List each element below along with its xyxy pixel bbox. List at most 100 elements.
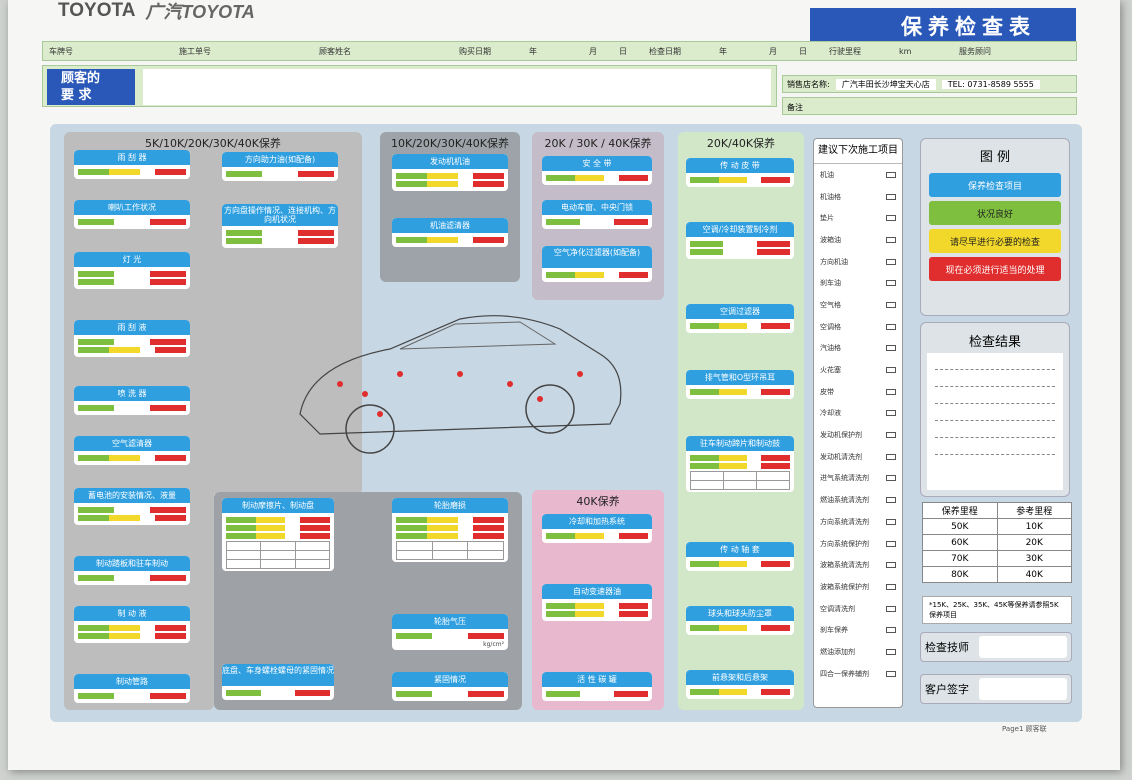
card-steering: 方向盘操作情况、连接机构、方向机状况 (222, 204, 338, 248)
card-oil-filter: 机油滤清器 (392, 218, 508, 247)
next-service-item[interactable]: 波箱系统清洗剂 (814, 554, 902, 576)
checkbox[interactable] (886, 475, 896, 481)
checkbox[interactable] (886, 562, 896, 568)
next-service-item[interactable]: 发动机清洗剂 (814, 446, 902, 468)
next-service-item[interactable]: 垫片 (814, 207, 902, 229)
card-drive-belt: 传 动 皮 带 (686, 158, 794, 187)
next-service-item[interactable]: 四合一保养辅剂 (814, 663, 902, 685)
checkbox[interactable] (886, 649, 896, 655)
legend-item: 状况良好 (929, 201, 1061, 225)
checkbox[interactable] (886, 172, 896, 178)
legend-item: 保养检查项目 (929, 173, 1061, 197)
card-wiper: 雨 刮 器 (74, 150, 190, 179)
customer-signature-field[interactable] (979, 678, 1067, 700)
results-area[interactable] (927, 353, 1063, 490)
checkbox[interactable] (886, 606, 896, 612)
checkbox[interactable] (886, 541, 896, 547)
checkbox[interactable] (886, 345, 896, 351)
toyota-logo: TOYOTA (58, 0, 135, 22)
next-service-item[interactable]: 机油 (814, 164, 902, 186)
next-service-item[interactable]: 刹车保养 (814, 619, 902, 641)
inspection-results: 检查结果 (920, 322, 1070, 497)
page-title: 保养检查表 (810, 8, 1076, 44)
card-ac-refrigerant: 空调/冷却装置制冷剂 (686, 222, 794, 259)
checkbox[interactable] (886, 367, 896, 373)
next-service-item[interactable]: 方向机油 (814, 251, 902, 273)
dealer-name: 广汽丰田长沙坤宝天心店 (836, 79, 936, 90)
checkbox[interactable] (886, 432, 896, 438)
checkbox[interactable] (886, 671, 896, 677)
car-diagram (280, 294, 640, 474)
checkbox[interactable] (886, 194, 896, 200)
legend: 图 例 保养检查项目状况良好请尽早进行必要的检查现在必须进行适当的处理 (920, 138, 1070, 316)
gac-toyota-logo: 广汽TOYOTA (145, 0, 254, 24)
next-service-item[interactable]: 汽油格 (814, 338, 902, 360)
header-field-label: 车牌号 (43, 46, 173, 57)
mileage-header: 保养里程 (923, 503, 998, 519)
legend-item: 现在必须进行适当的处理 (929, 257, 1061, 281)
card-fastening: 紧固情况 (392, 672, 508, 701)
checkbox[interactable] (886, 627, 896, 633)
next-service-item[interactable]: 进气系统清洗剂 (814, 468, 902, 490)
header-field-label: 施工单号 (173, 46, 313, 57)
card-light: 灯 光 (74, 252, 190, 289)
footnote: *15K、25K、35K、45K等保养请参照5K保养项目 (922, 596, 1072, 624)
checkbox[interactable] (886, 302, 896, 308)
card-power-window: 电动车窗、中央门锁 (542, 200, 652, 229)
checkbox[interactable] (886, 389, 896, 395)
next-service-item[interactable]: 空调格 (814, 316, 902, 338)
card-wiper-fluid: 雨 刮 液 (74, 320, 190, 357)
technician-signature-field[interactable] (979, 636, 1067, 658)
next-service-item[interactable]: 火花塞 (814, 359, 902, 381)
next-service-item[interactable]: 燃油系统清洗剂 (814, 489, 902, 511)
card-chassis: 底盘、车身螺栓螺母的紧固情况 (222, 664, 334, 700)
checkbox[interactable] (886, 280, 896, 286)
header-field-label: 服务顾问 (953, 46, 1033, 57)
note-field[interactable]: 备注 (782, 97, 1077, 115)
mileage-header: 参考里程 (997, 503, 1072, 519)
card-cabin-filter: 空气净化过滤器(如配备) (542, 246, 652, 282)
next-service-item[interactable]: 燃油添加剂 (814, 641, 902, 663)
checkbox[interactable] (886, 237, 896, 243)
next-service-item[interactable]: 方向系统清洗剂 (814, 511, 902, 533)
card-horn: 喇叭工作状况 (74, 200, 190, 229)
card-atf: 自动变速器油 (542, 584, 652, 621)
header-field-label: 购买日期 (453, 46, 523, 57)
checkbox[interactable] (886, 497, 896, 503)
checkbox[interactable] (886, 410, 896, 416)
next-service-item[interactable]: 发动机保护剂 (814, 424, 902, 446)
checkbox[interactable] (886, 584, 896, 590)
next-service-item[interactable]: 方向系统保护剂 (814, 533, 902, 555)
header-field-label: 年 (713, 46, 763, 57)
card-drum-brake: 驻车制动蹄片和制动鼓 (686, 436, 794, 492)
card-brake-fluid: 制 动 液 (74, 606, 190, 643)
header-field-label: 日 (613, 46, 643, 57)
checkbox[interactable] (886, 324, 896, 330)
checkbox[interactable] (886, 259, 896, 265)
checkbox[interactable] (886, 454, 896, 460)
customer-request-input[interactable] (143, 69, 771, 105)
next-service-item[interactable]: 波箱油 (814, 229, 902, 251)
next-service-item[interactable]: 空调清洗剂 (814, 598, 902, 620)
next-service-item[interactable]: 机油格 (814, 186, 902, 208)
brand-logo: TOYOTA 广汽TOYOTA (58, 0, 255, 22)
checkbox[interactable] (886, 215, 896, 221)
card-ac-filter: 空调过滤器 (686, 304, 794, 333)
next-service-item[interactable]: 空气格 (814, 294, 902, 316)
page-label: Page1 顾客联 (1002, 724, 1047, 734)
next-service-item[interactable]: 冷却液 (814, 403, 902, 425)
next-service-item[interactable]: 刹车油 (814, 272, 902, 294)
next-service-item[interactable]: 皮带 (814, 381, 902, 403)
card-suspension: 前悬架和后悬架 (686, 670, 794, 699)
next-service-item[interactable]: 波箱系统保护剂 (814, 576, 902, 598)
card-brake-pedal: 制动踏板和驻车制动 (74, 556, 190, 585)
next-service-title: 建议下次施工项目 (814, 139, 902, 164)
customer-request-label: 顾客的 要 求 (47, 69, 135, 105)
checkbox[interactable] (886, 519, 896, 525)
card-tire-wear: 轮胎磨损 (392, 498, 508, 562)
dealer-info: 销售店名称: 广汽丰田长沙坤宝天心店 TEL: 0731-8589 5555 (782, 75, 1077, 93)
card-brake-pad: 制动摩擦片、制动盘 (222, 498, 334, 571)
customer-request: 顾客的 要 求 (42, 65, 777, 107)
